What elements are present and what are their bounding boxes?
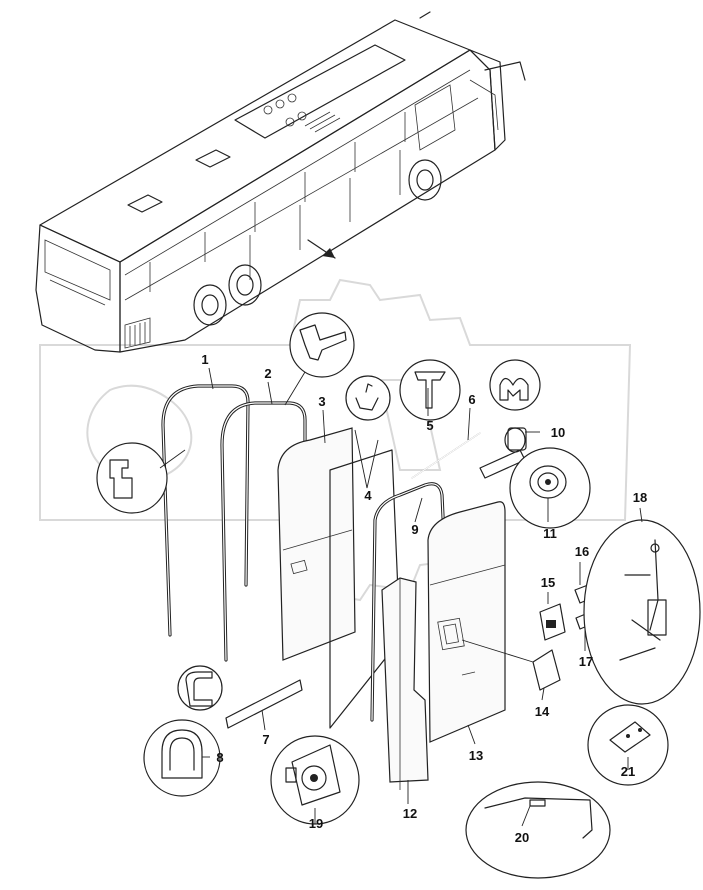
label-part-20: 20 xyxy=(515,830,529,845)
bus-illustration xyxy=(35,11,526,353)
label-part-6: 6 xyxy=(468,392,475,407)
part-4-detail xyxy=(345,375,391,421)
part-8-grommet xyxy=(143,719,221,797)
label-part-19: 19 xyxy=(309,816,323,831)
part-15-switch xyxy=(539,603,566,641)
part-2-inner-seal xyxy=(220,401,307,662)
seal-profile-detail-top xyxy=(284,312,355,406)
label-part-9: 9 xyxy=(411,522,418,537)
label-part-1: 1 xyxy=(201,352,208,367)
label-part-17: 17 xyxy=(579,654,593,669)
label-part-10: 10 xyxy=(551,425,565,440)
label-part-2: 2 xyxy=(264,366,271,381)
label-part-5: 5 xyxy=(426,418,433,433)
part-14-plate xyxy=(461,639,561,691)
part-9-seal xyxy=(370,482,447,722)
part-20-rail xyxy=(465,781,611,879)
label-part-13: 13 xyxy=(469,748,483,763)
label-part-11: 11 xyxy=(543,526,557,541)
part-21-plate xyxy=(587,704,669,786)
leader-lines xyxy=(202,367,643,827)
label-part-14: 14 xyxy=(535,704,550,719)
label-part-8: 8 xyxy=(216,750,223,765)
part-labels: 1 2 3 4 5 6 7 8 9 10 11 12 13 14 15 16 1… xyxy=(201,352,647,845)
label-part-7: 7 xyxy=(262,732,269,747)
part-7-threshold xyxy=(177,665,303,729)
label-part-3: 3 xyxy=(318,394,325,409)
part-3-outer-panel xyxy=(277,427,356,661)
label-part-16: 16 xyxy=(575,544,589,559)
part-11-lock xyxy=(509,447,591,529)
label-part-4: 4 xyxy=(364,488,372,503)
seal-profile-detail-left xyxy=(96,442,186,514)
part-5-detail xyxy=(399,359,461,421)
label-part-21: 21 xyxy=(621,764,635,779)
label-part-12: 12 xyxy=(403,806,417,821)
label-part-15: 15 xyxy=(541,575,555,590)
label-part-18: 18 xyxy=(633,490,647,505)
part-13-inner-panel xyxy=(427,501,506,743)
part-1-outer-seal xyxy=(161,384,250,637)
part-6-strip xyxy=(411,359,541,479)
part-18-actuator xyxy=(583,519,701,705)
part-19-lock-mechanism xyxy=(270,735,360,825)
part-12-pillar xyxy=(381,577,429,790)
